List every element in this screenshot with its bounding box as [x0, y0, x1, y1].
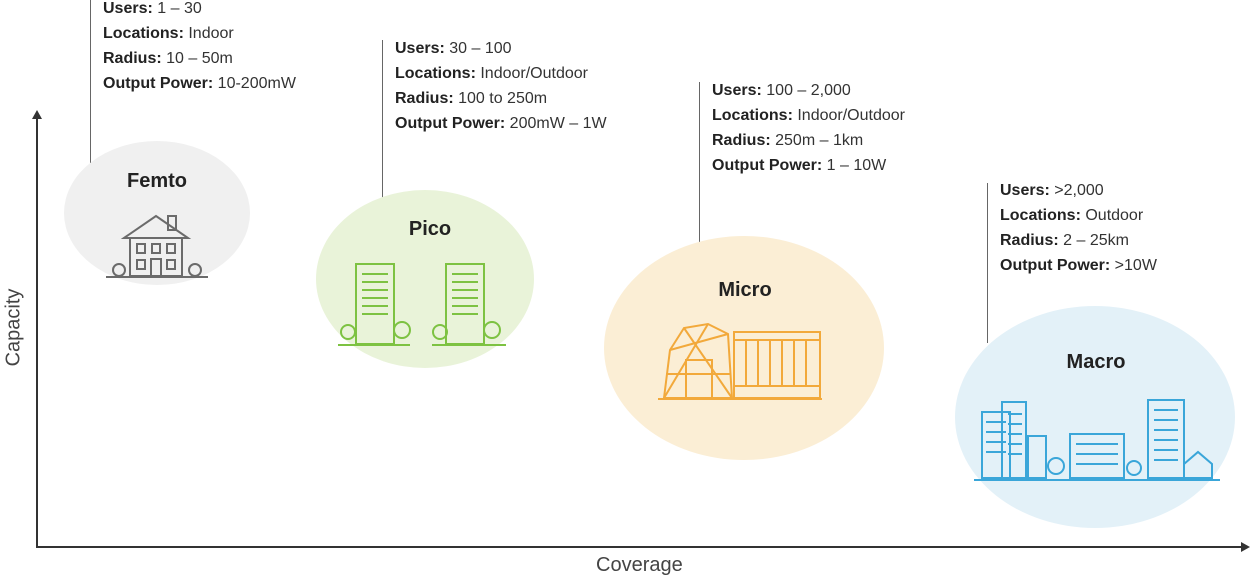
micro-power-row: Output Power: 1 – 10W	[712, 157, 887, 174]
y-axis-label: Capacity	[2, 288, 25, 367]
micro-info: Users: 100 – 2,000 Locations: Indoor/Out…	[712, 78, 905, 178]
pico-leader-line	[382, 40, 383, 202]
x-axis-arrow	[1241, 542, 1250, 552]
micro-locations-row: Locations: Indoor/Outdoor	[712, 107, 905, 124]
femto-info: Users: 1 – 30 Locations: Indoor Radius: …	[103, 0, 296, 96]
micro-leader-line	[699, 82, 700, 242]
pico-users-row: Users: 30 – 100	[395, 40, 512, 57]
micro-users-row: Users: 100 – 2,000	[712, 82, 851, 99]
x-axis	[36, 542, 1250, 552]
macro-info: Users: >2,000 Locations: Outdoor Radius:…	[1000, 178, 1157, 278]
macro-radius-row: Radius: 2 – 25km	[1000, 232, 1129, 249]
city-skyline-icon	[974, 399, 1220, 481]
house-icon	[106, 214, 208, 278]
micro-radius-row: Radius: 250m – 1km	[712, 132, 864, 149]
femto-power-row: Output Power: 10-200mW	[103, 75, 296, 92]
femto-locations-row: Locations: Indoor	[103, 25, 234, 42]
pico-radius-row: Radius: 100 to 250m	[395, 90, 548, 107]
femto-leader-line	[90, 0, 91, 163]
macro-locations-row: Locations: Outdoor	[1000, 207, 1144, 224]
femto-circle	[64, 141, 250, 285]
femto-radius-row: Radius: 10 – 50m	[103, 50, 233, 67]
femto-label: Femto	[127, 170, 187, 192]
stadium-icon	[658, 322, 822, 400]
femto-users-row: Users: 1 – 30	[103, 0, 202, 17]
macro-users-row: Users: >2,000	[1000, 182, 1104, 199]
office-buildings-icon	[338, 263, 506, 346]
x-axis-label: Coverage	[596, 554, 683, 576]
y-axis-arrow	[32, 110, 42, 119]
pico-locations-row: Locations: Indoor/Outdoor	[395, 65, 588, 82]
macro-label: Macro	[1066, 351, 1126, 373]
pico-power-row: Output Power: 200mW – 1W	[395, 115, 607, 132]
pico-label: Pico	[408, 218, 452, 240]
macro-power-row: Output Power: >10W	[1000, 257, 1157, 274]
y-axis	[32, 110, 42, 548]
micro-label: Micro	[718, 279, 772, 301]
micro-circle	[604, 236, 884, 460]
pico-info: Users: 30 – 100 Locations: Indoor/Outdoo…	[395, 36, 607, 136]
macro-leader-line	[987, 183, 988, 343]
